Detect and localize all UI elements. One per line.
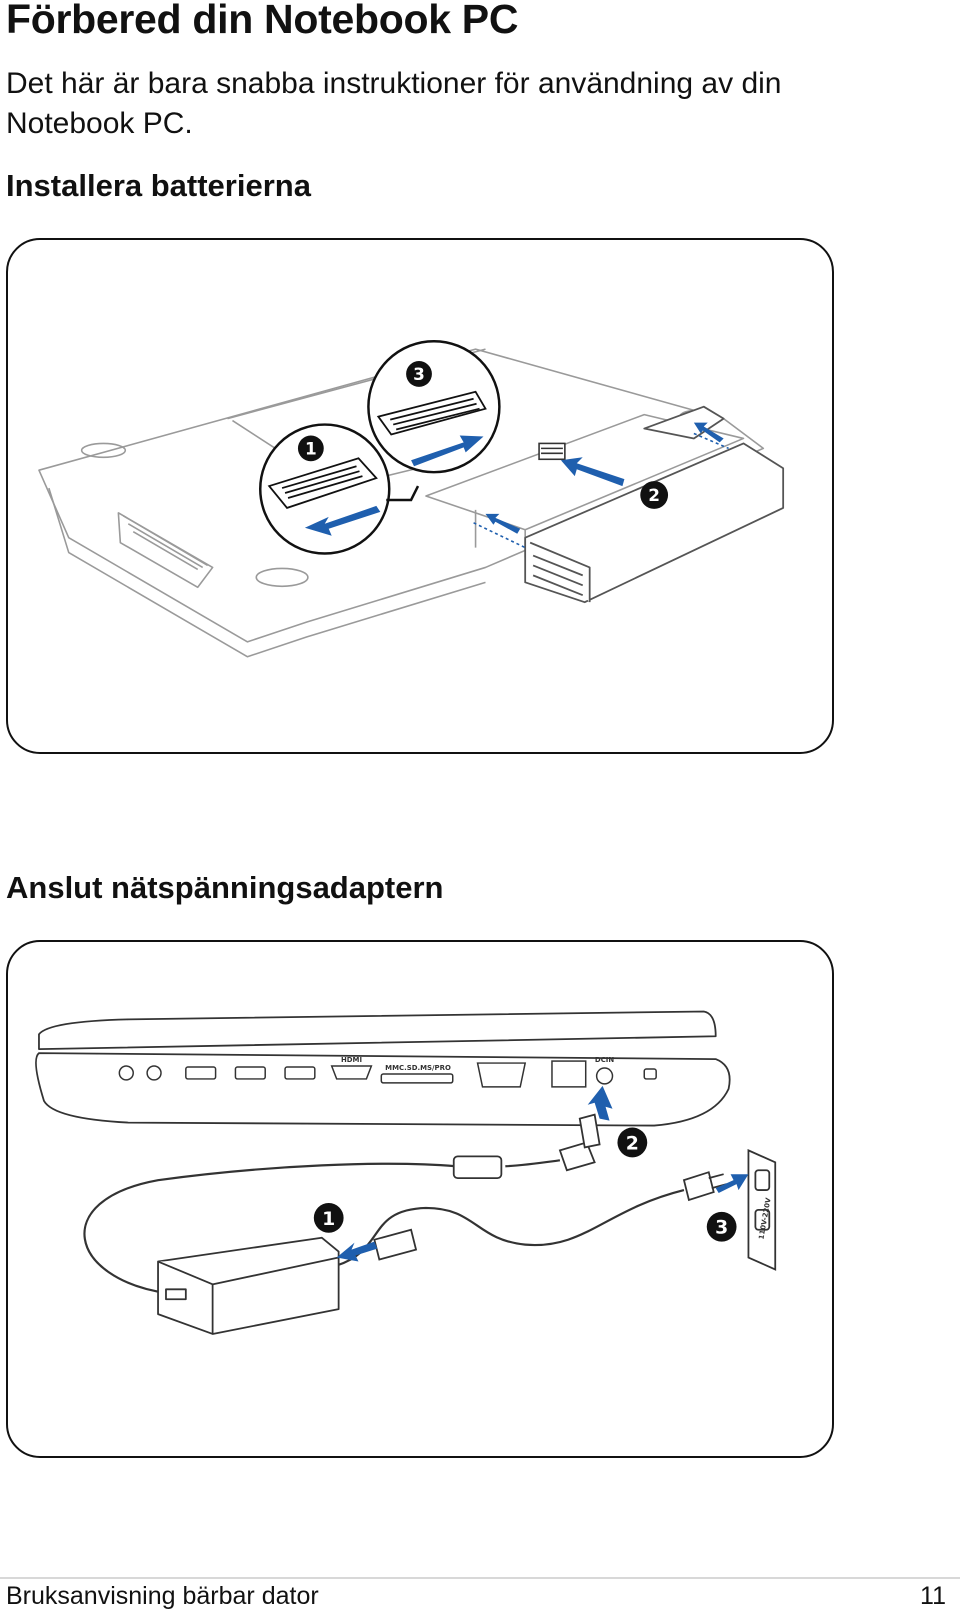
battery-step-3-badge: 3	[413, 364, 425, 384]
intro-paragraph: Det här är bara snabba instruktioner för…	[6, 67, 782, 140]
adapter-step-1-badge: 1	[322, 1209, 335, 1230]
page-title: Förbered din Notebook PC	[6, 0, 519, 42]
adapter-connect-illustration: HDMI MMC.SD.MS/PRO DCIN	[35, 1010, 777, 1335]
battery-step-2-badge: 2	[648, 485, 660, 505]
hdmi-port-label: HDMI	[341, 1056, 362, 1064]
footer-manual-title: Bruksanvisning bärbar dator	[6, 1582, 319, 1610]
battery-section-heading: Installera batterierna	[6, 168, 311, 203]
footer-page-number: 11	[920, 1582, 946, 1610]
footer-divider	[0, 1577, 960, 1579]
battery-install-illustration: 1 3 2	[38, 339, 785, 658]
adapter-step-3-badge: 3	[715, 1218, 728, 1239]
battery-step-1-badge: 1	[305, 438, 317, 458]
dc-in-label: DCIN	[595, 1056, 614, 1064]
card-reader-label: MMC.SD.MS/PRO	[385, 1064, 451, 1072]
adapter-illustration-panel: HDMI MMC.SD.MS/PRO DCIN	[6, 940, 834, 1458]
adapter-step-2-badge: 2	[626, 1133, 639, 1154]
battery-illustration-panel: 1 3 2	[6, 238, 834, 754]
adapter-section-heading: Anslut nätspänningsadaptern	[6, 870, 444, 905]
